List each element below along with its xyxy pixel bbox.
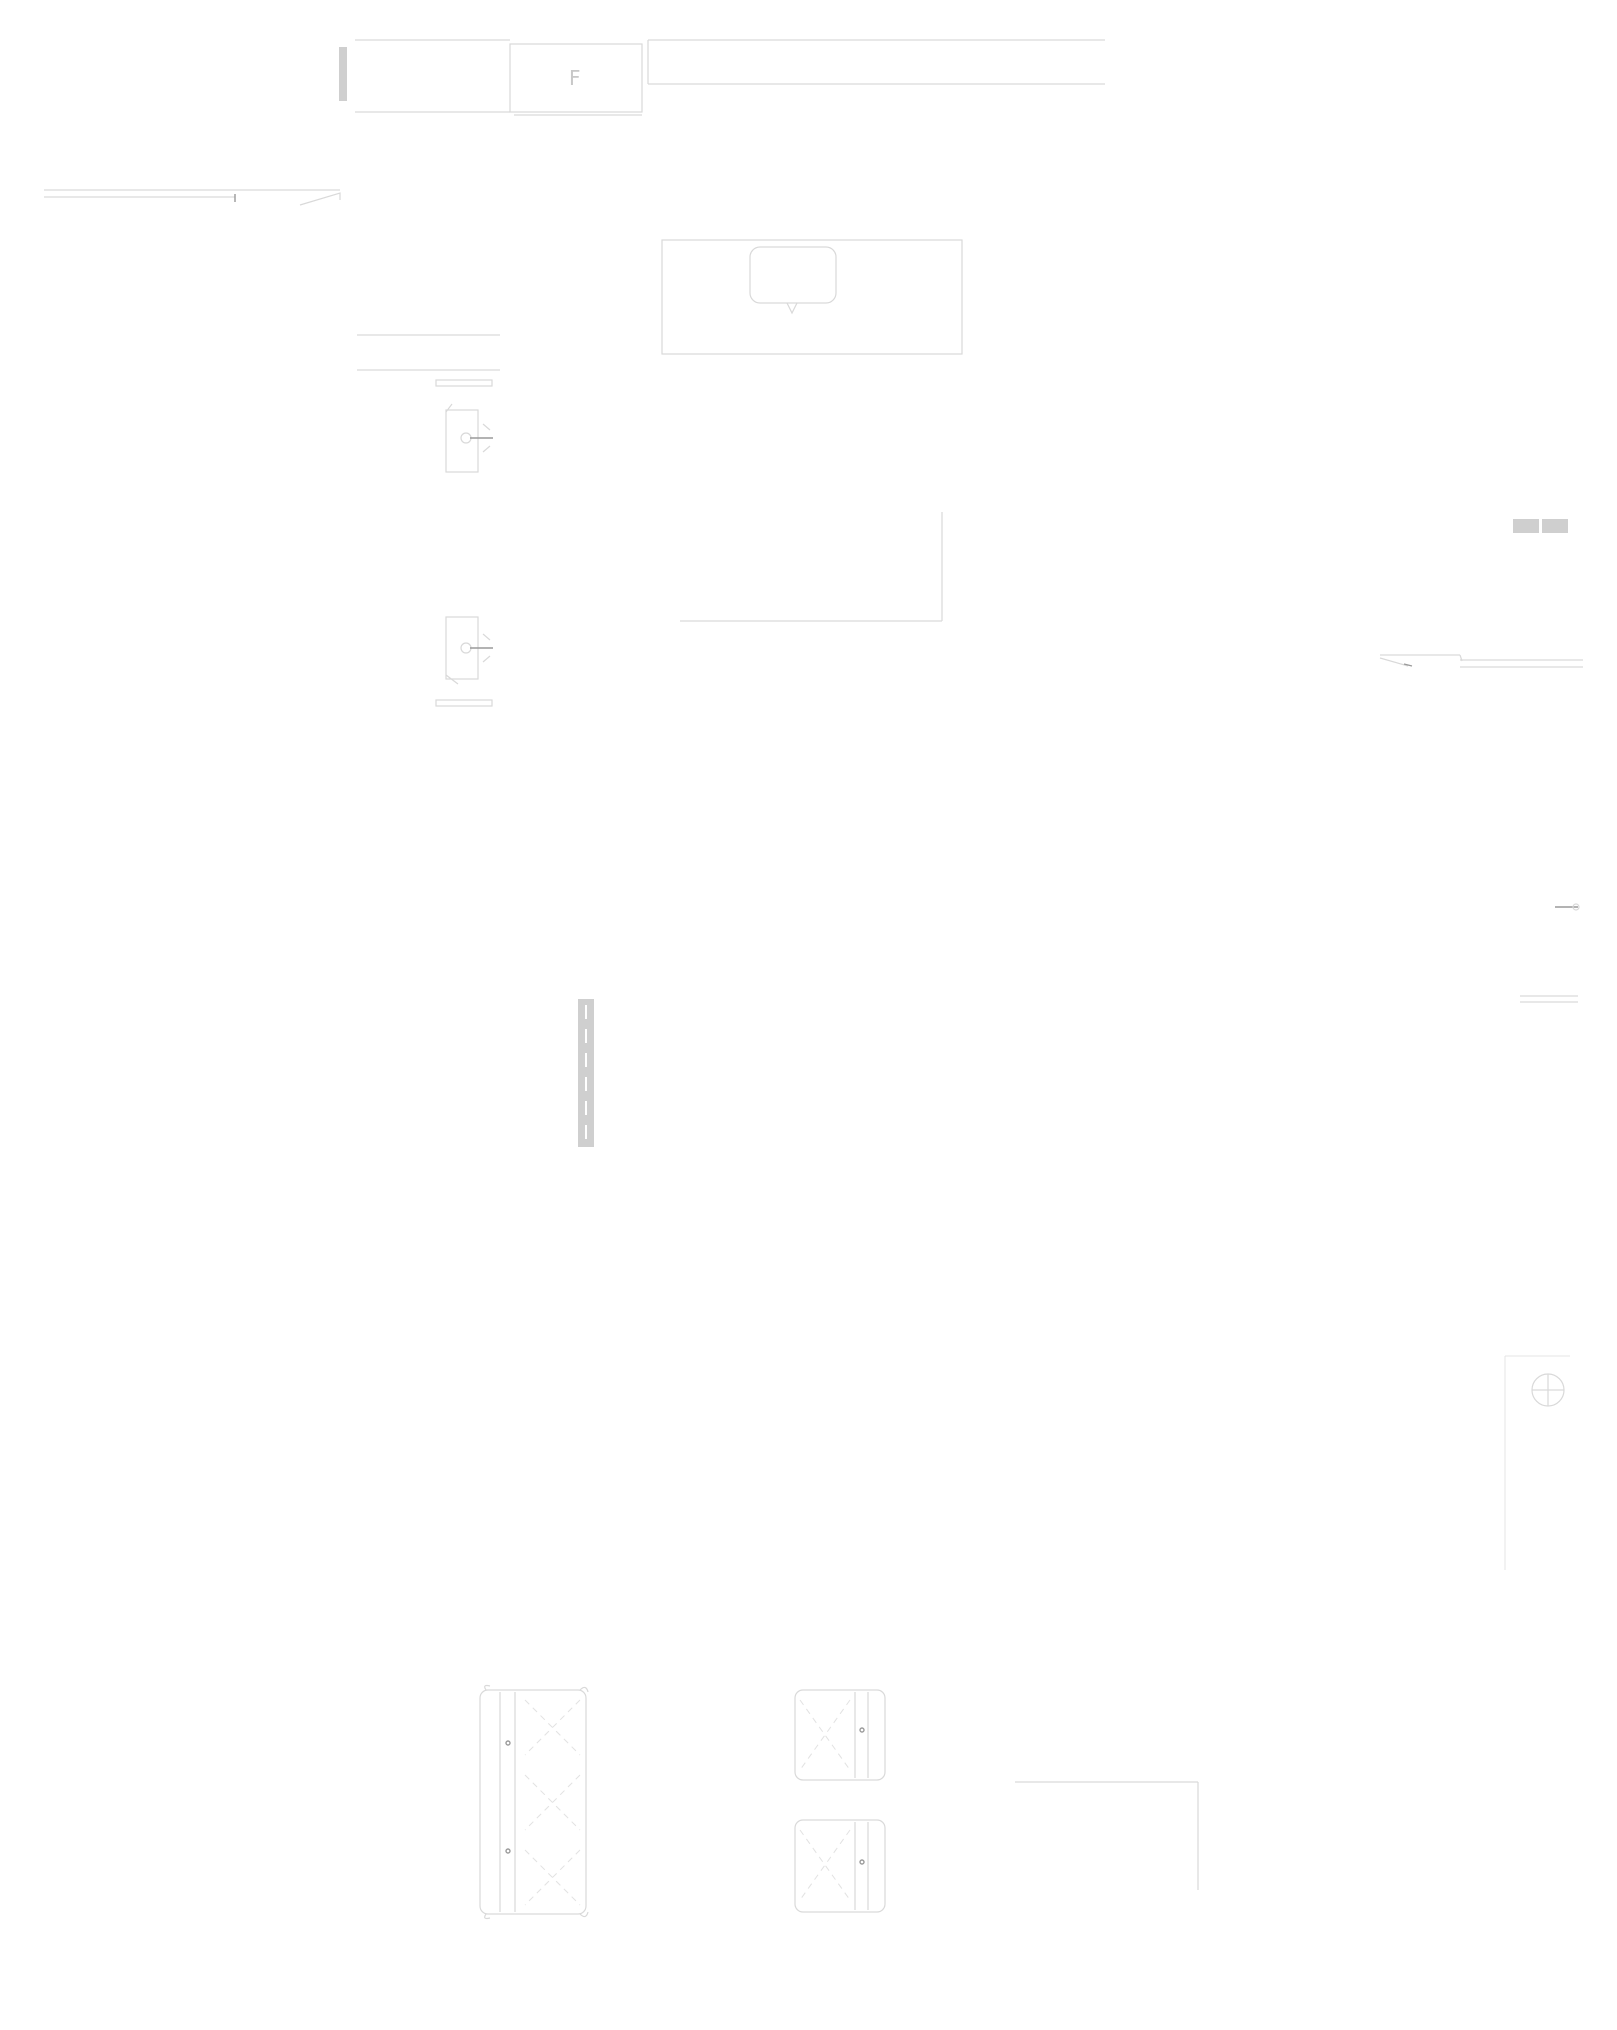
room-f bbox=[509, 43, 643, 116]
wardrobe-icon-lower bbox=[435, 616, 493, 707]
wall-blocks-right bbox=[1513, 519, 1568, 533]
compass-icon bbox=[1504, 1355, 1570, 1570]
wardrobe-icon bbox=[445, 403, 493, 473]
speech-bubble-icon bbox=[749, 246, 837, 315]
wall-segment-top-left bbox=[339, 39, 510, 113]
wall-top bbox=[647, 39, 1105, 85]
room-label: F bbox=[569, 66, 581, 90]
shelf bbox=[357, 334, 500, 387]
armchair-icon-lower bbox=[794, 1819, 886, 1913]
sofa-icon bbox=[479, 1684, 589, 1920]
wall-left-long bbox=[44, 189, 341, 206]
door-icon bbox=[1555, 903, 1580, 911]
room-center-top bbox=[661, 239, 963, 355]
room-center-mid bbox=[680, 512, 943, 622]
wall-right bbox=[1379, 654, 1583, 668]
wall-vertical-center bbox=[578, 999, 594, 1147]
shelf-right bbox=[1520, 995, 1578, 1003]
room-bottom-right bbox=[1015, 1781, 1199, 1890]
armchair-icon bbox=[794, 1689, 886, 1781]
